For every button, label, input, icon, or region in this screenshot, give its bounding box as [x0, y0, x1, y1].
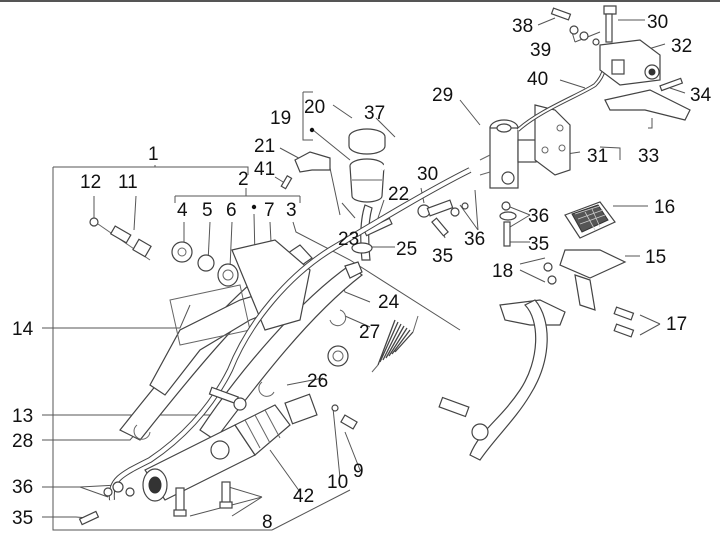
callout-2: 2: [238, 169, 249, 190]
callout-13: 13: [12, 406, 33, 427]
callout-34: 34: [690, 85, 712, 106]
callout-21: 21: [254, 136, 275, 157]
callout-1: 1: [148, 144, 159, 165]
callout-32: 32: [671, 36, 692, 57]
callout-27: 27: [359, 322, 380, 343]
callout-35b: 35: [432, 246, 453, 267]
callout-19: 19: [270, 108, 291, 129]
callout-26: 26: [307, 371, 328, 392]
return-spring: [371, 315, 419, 373]
callout-12: 12: [80, 172, 101, 193]
fluid-reservoir: [348, 128, 386, 203]
callout-33: 33: [638, 146, 659, 167]
callout-31: 31: [587, 146, 608, 167]
brake-switch: [89, 217, 152, 261]
callout-38: 38: [512, 16, 533, 37]
callout-29: 29: [432, 85, 453, 106]
callout-10: 10: [327, 472, 348, 493]
group-bracket-19: [302, 91, 313, 141]
callout-5: 5: [202, 200, 213, 221]
callout-labels: 1 2 3 4 5 6 7 8 9 10 11 12 13 14 15 16 1…: [12, 12, 712, 533]
bolts-8-13: [78, 381, 275, 526]
callout-40: 40: [527, 69, 548, 90]
group-bracket-1: [52, 165, 351, 531]
group-bracket-2: [174, 188, 301, 203]
abs-unit: [599, 5, 661, 86]
valve-bracket: [534, 104, 571, 176]
brake-hose-37: [380, 136, 501, 171]
callout-28: 28: [12, 431, 33, 452]
callout-9: 9: [353, 461, 364, 482]
callout-11: 11: [118, 172, 138, 193]
bolts-30-35-36: [417, 199, 517, 247]
master-cylinder: [142, 393, 358, 502]
callout-24: 24: [378, 292, 400, 313]
callout-18: 18: [492, 261, 513, 282]
callout-22: 22: [388, 184, 409, 205]
callout-dot-19: [309, 127, 315, 133]
callout-4: 4: [177, 200, 188, 221]
callout-17: 17: [666, 314, 687, 335]
callout-30b: 30: [647, 12, 668, 33]
callout-20: 20: [304, 97, 325, 118]
callout-37: 37: [364, 103, 385, 124]
callout-7: 7: [264, 200, 275, 221]
callout-25: 25: [396, 239, 417, 260]
clips-and-bushings: [327, 261, 363, 367]
callout-6: 6: [226, 200, 237, 221]
reservoir-hose: [351, 204, 393, 261]
callout-14: 14: [12, 319, 34, 340]
callout-35a: 35: [12, 508, 33, 529]
abs-bracket: [604, 77, 691, 121]
callout-41: 41: [254, 159, 275, 180]
banjo-bolt-38: [550, 7, 600, 46]
callout-23: 23: [338, 229, 359, 250]
callout-42: 42: [293, 486, 314, 507]
callout-30a: 30: [417, 164, 438, 185]
callout-36c: 36: [528, 206, 549, 227]
callout-8: 8: [262, 512, 273, 533]
callout-16: 16: [654, 197, 675, 218]
pedal-pad: [564, 201, 616, 239]
reservoir-bracket: [280, 151, 331, 190]
spacers: [171, 241, 239, 287]
callout-35c: 35: [528, 234, 549, 255]
callout-3: 3: [286, 200, 297, 221]
pedal-lever: [438, 249, 635, 461]
callout-15: 15: [645, 247, 666, 268]
callout-dot-2: [251, 204, 257, 210]
callout-36b: 36: [464, 229, 485, 250]
callout-39: 39: [530, 40, 551, 61]
callout-36a: 36: [12, 477, 33, 498]
window-top-border: [0, 0, 720, 2]
brake-pipe-lower: [108, 167, 472, 501]
